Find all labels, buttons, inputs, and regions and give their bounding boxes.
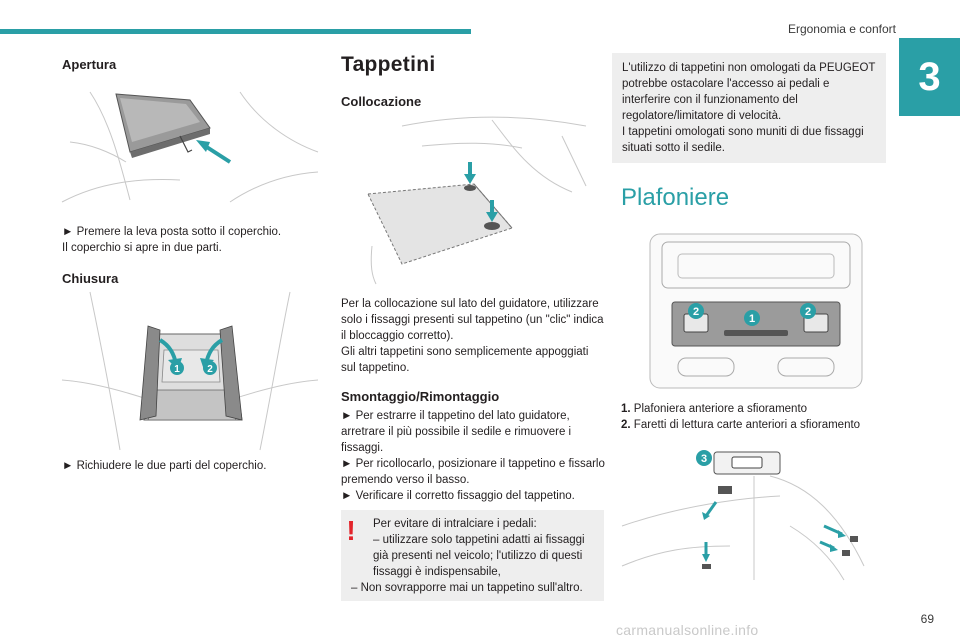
legend-item-2: 2. Faretti di lettura carte anteriori a …: [621, 419, 861, 431]
marker-2-label: 2: [207, 364, 213, 375]
warning-box: ! Per evitare di intralciare i pedali: –…: [341, 510, 604, 601]
header-accent-bar: [0, 29, 471, 34]
collocazione-heading: Collocazione: [341, 94, 422, 109]
apertura-illustration: [61, 91, 319, 203]
collocazione-text: Per la collocazione sul lato del guidato…: [341, 298, 604, 374]
warning-exclamation-icon: !: [346, 515, 356, 546]
watermark-text: carmanualsonline.info: [616, 622, 759, 638]
chiusura-text: ► Richiudere le due parti del coperchio.: [62, 460, 267, 472]
svg-text:2: 2: [693, 306, 699, 318]
reading-light-illustration: 3: [621, 450, 865, 581]
legend-item-1: 1. Plafoniera anteriore a sfioramento: [621, 403, 808, 415]
note-text-2: I tappetini omologati sono muniti di due…: [622, 126, 864, 154]
warning-line-1: Per evitare di intralciare i pedali:: [373, 518, 537, 530]
chiusura-illustration: 1 2: [61, 291, 319, 451]
plafoniere-marker-2-left: [688, 303, 704, 319]
apertura-heading: Apertura: [62, 57, 117, 72]
smontaggio-heading: Smontaggio/Rimontaggio: [341, 389, 500, 404]
marker-1-badge: [170, 361, 184, 375]
smontaggio-text: ► Per estrarre il tappetino del lato gui…: [341, 410, 605, 502]
warning-line-3: – Non sovrapporre mai un tappetino sull'…: [351, 582, 583, 594]
svg-text:2: 2: [805, 306, 811, 318]
chapter-number-tab: 3: [899, 38, 960, 116]
plafoniere-marker-2-right: [800, 303, 816, 319]
plafoniere-legend: 1. Plafoniera anteriore a sfioramento 2.…: [621, 401, 891, 433]
tappetino-illustration: [367, 116, 587, 285]
page-number: 69: [920, 612, 934, 626]
plafoniere-title: Plafoniere: [621, 184, 730, 211]
svg-text:1: 1: [749, 313, 755, 325]
chapter-title: Ergonomia e confort: [787, 22, 896, 36]
plafoniere-illustration: 2 1 2: [649, 233, 863, 389]
warning-line-2: – utilizzare solo tappetini adatti ai fi…: [373, 534, 585, 578]
tappetini-title: Tappetini: [341, 53, 436, 76]
apertura-text: ► Premere la leva posta sotto il coperch…: [62, 226, 282, 254]
marker-2-badge: [203, 361, 217, 375]
marker-1-label: 1: [174, 364, 180, 375]
svg-text:3: 3: [701, 453, 707, 465]
marker-3-badge: [696, 450, 712, 466]
note-box: L'utilizzo di tappetini non omologati da…: [612, 53, 886, 163]
note-text: L'utilizzo di tappetini non omologati da…: [622, 62, 876, 122]
chiusura-heading: Chiusura: [62, 271, 119, 286]
plafoniere-marker-1: [744, 310, 760, 326]
